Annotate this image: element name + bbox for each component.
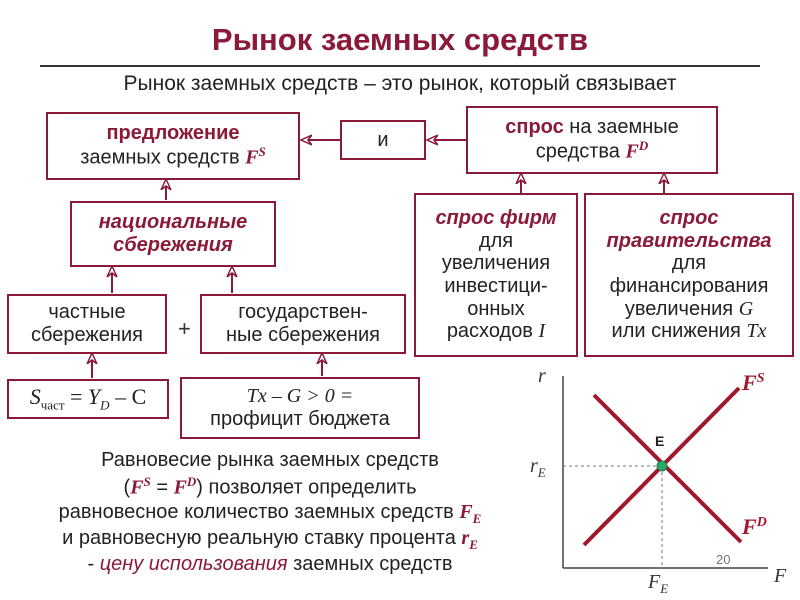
national-savings-box: национальные сбережения bbox=[70, 201, 276, 267]
gov-demand-line6: или снижения Tx bbox=[611, 320, 767, 343]
supply-box: предложение заемных средств FS bbox=[46, 112, 300, 180]
x-axis-label: F bbox=[773, 565, 787, 587]
demand-line1: спрос на заемные bbox=[505, 116, 679, 139]
gov-demand-line3: для bbox=[671, 252, 707, 275]
y-axis-label: r bbox=[538, 365, 546, 387]
firms-demand-line4: инвестици- bbox=[444, 275, 548, 297]
gov-demand-line5: увеличения G bbox=[624, 297, 754, 320]
equilibrium-point bbox=[656, 460, 668, 472]
supply-label: FS bbox=[741, 370, 765, 395]
and-box: и bbox=[340, 120, 426, 160]
gov-savings-box: государствен- ные сбережения bbox=[200, 294, 406, 354]
gov-savings-line2: ные сбережения bbox=[225, 324, 381, 346]
gov-savings-line1: государствен- bbox=[238, 301, 368, 323]
eq-point-label: E bbox=[655, 433, 664, 449]
gov-demand-line1: спрос bbox=[659, 207, 719, 230]
fe-label: FE bbox=[647, 571, 668, 596]
budget-formula-line1: Tx – G > 0 = bbox=[246, 385, 354, 407]
national-savings-line1: национальные bbox=[98, 211, 248, 233]
supply-line2: заемных средств FS bbox=[80, 144, 266, 169]
equilibrium-line4: и равновесную реальную ставку процента r… bbox=[62, 527, 478, 552]
gov-demand-line2: правительства bbox=[606, 229, 772, 252]
equilibrium-line3: равновесное количество заемных средств F… bbox=[58, 501, 482, 526]
firms-demand-box: спрос фирм для увеличения инвестици- онн… bbox=[414, 193, 578, 357]
page-number: 20 bbox=[716, 552, 731, 567]
and-label: и bbox=[377, 128, 389, 151]
page-title: Рынок заемных средств bbox=[211, 22, 589, 57]
budget-formula-line2: профицит бюджета bbox=[210, 408, 390, 430]
private-savings-box: частные сбережения bbox=[7, 294, 167, 354]
private-savings-line1: частные bbox=[48, 301, 126, 323]
supply-line1: предложение bbox=[106, 122, 240, 145]
private-savings-line2: сбережения bbox=[31, 324, 143, 346]
gov-demand-box: спрос правительства для финансирования у… bbox=[584, 193, 794, 357]
firms-demand-line3: увеличения bbox=[441, 252, 551, 275]
demand-line2: средства FD bbox=[535, 138, 649, 163]
re-label: rE bbox=[530, 455, 546, 480]
firms-demand-line5: онных bbox=[467, 297, 525, 320]
budget-surplus-box: Tx – G > 0 = профицит бюджета bbox=[180, 377, 420, 439]
definition-text: Рынок заемных средств – это рынок, котор… bbox=[123, 72, 677, 95]
firms-demand-line6: расходов I bbox=[446, 320, 546, 343]
national-savings-line2: сбережения bbox=[113, 234, 233, 256]
demand-label: FD bbox=[741, 514, 767, 539]
equilibrium-line2: (FS = FD) позволяет определить bbox=[123, 474, 417, 499]
firms-demand-line1: спрос фирм bbox=[435, 207, 557, 230]
firms-demand-line2: для bbox=[478, 229, 514, 252]
demand-curve bbox=[592, 393, 743, 544]
private-savings-formula: Sчаст = YD – C bbox=[7, 379, 169, 419]
plus-sign: + bbox=[178, 316, 191, 341]
demand-box: спрос на заемные средства FD bbox=[466, 106, 718, 174]
title-divider bbox=[40, 65, 760, 67]
equilibrium-line1: Равновесие рынка заемных средств bbox=[101, 449, 439, 471]
gov-demand-line4: финансирования bbox=[609, 275, 769, 297]
equilibrium-line5: - цену использования заемных средств bbox=[87, 553, 453, 575]
private-formula-text: Sчаст = YD – C bbox=[29, 384, 147, 413]
